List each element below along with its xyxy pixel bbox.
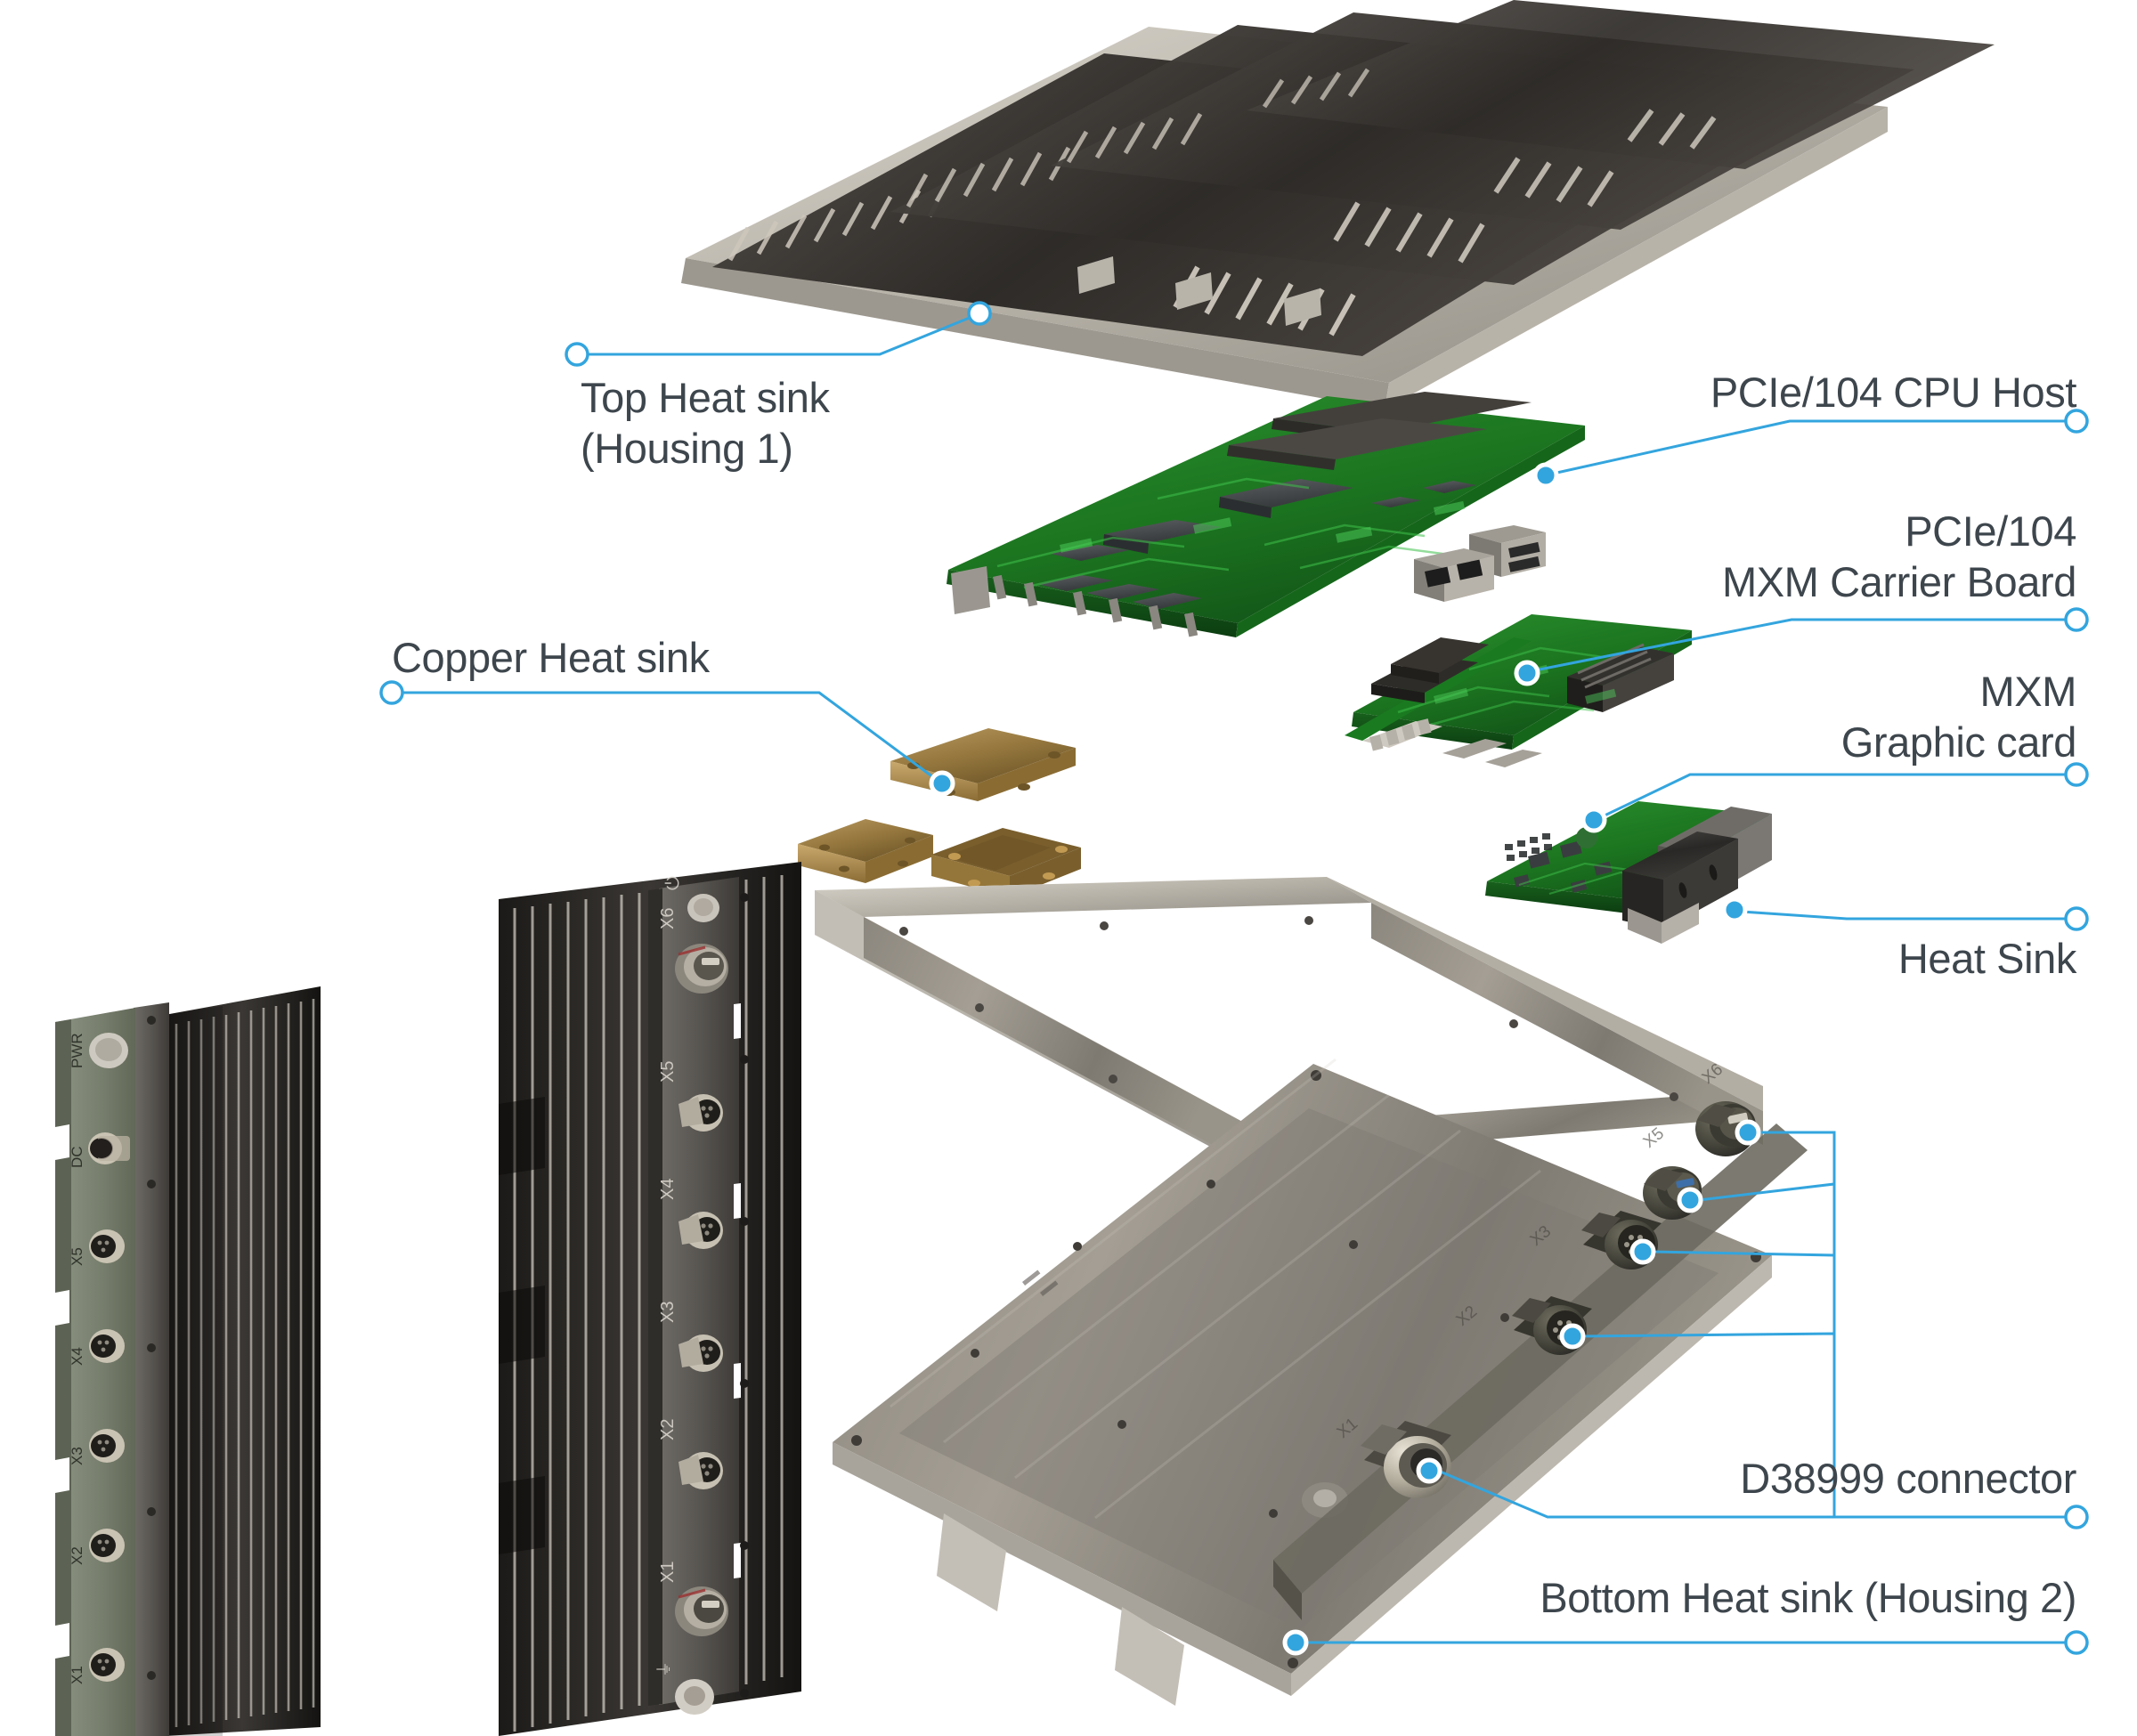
svg-text:DC: DC <box>69 1146 85 1168</box>
svg-text:X6: X6 <box>658 908 678 929</box>
leader-cpu-host <box>1532 409 2089 489</box>
svg-text:X3: X3 <box>658 1302 678 1323</box>
part-bottom-heat-sink <box>833 1058 1772 1706</box>
callout-label-d38999-connector: D38999 connector <box>1740 1455 2076 1502</box>
callout-label-pcie104-mxm-carrier-board: PCIe/104 MXM Carrier Board <box>1721 507 2076 606</box>
svg-text:X5: X5 <box>658 1061 678 1083</box>
leader-d38999 <box>1416 1119 2089 1529</box>
connector-x2 <box>1512 1296 1592 1355</box>
callout-leaders <box>379 301 2089 1656</box>
svg-text:X5: X5 <box>69 1247 85 1266</box>
svg-text:X4: X4 <box>658 1179 678 1200</box>
leader-bottom-heat-sink <box>1282 1629 2089 1656</box>
svg-text:PWR: PWR <box>69 1033 85 1068</box>
callout-label-mxm-graphic-card: MXM Graphic card <box>1840 668 2077 767</box>
callout-label-bottom-heat-sink: Bottom Heat sink (Housing 2) <box>1540 1574 2076 1621</box>
part-copper-heat-sink-plates <box>798 728 1081 897</box>
assembled-unit-right: X6 X5 X4 X3 X2 X1 ⏻ ⏚ <box>499 862 801 1736</box>
svg-text:X1: X1 <box>658 1562 678 1583</box>
part-housing-frame <box>815 877 1763 1168</box>
svg-text:X4: X4 <box>69 1347 85 1366</box>
leader-mxm-graphic-card <box>1580 762 2089 833</box>
callout-label-graphics-heat-sink: Heat Sink <box>1897 935 2077 982</box>
leader-copper-heat-sink <box>379 680 955 797</box>
svg-text:X5: X5 <box>1640 1124 1668 1152</box>
part-top-heat-sink <box>681 0 1995 410</box>
leader-mxm-carrier <box>1514 607 2089 686</box>
callout-label-top-heat-sink: Top Heat sink (Housing 1) <box>581 374 830 473</box>
part-cpu-host-board <box>947 392 1585 637</box>
svg-text:X2: X2 <box>658 1419 678 1440</box>
svg-text:⏻: ⏻ <box>663 876 683 890</box>
part-mxm-carrier-board <box>1345 614 1692 767</box>
leader-graphics-heat-sink <box>1721 896 2089 931</box>
svg-text:X2: X2 <box>69 1546 85 1565</box>
part-mxm-graphic-card <box>1485 801 1772 944</box>
svg-text:X3: X3 <box>69 1447 85 1465</box>
callout-label-copper-heat-sink: Copper Heat sink <box>392 634 710 681</box>
svg-text:⏚: ⏚ <box>655 1661 673 1677</box>
svg-text:X1: X1 <box>69 1666 85 1684</box>
leader-top-heat-sink <box>565 301 992 367</box>
callout-label-pcie104-cpu-host: PCIe/104 CPU Host <box>1710 369 2077 416</box>
assembled-unit-left: PWR DC X5 X4 X3 X2 X1 <box>55 986 321 1736</box>
